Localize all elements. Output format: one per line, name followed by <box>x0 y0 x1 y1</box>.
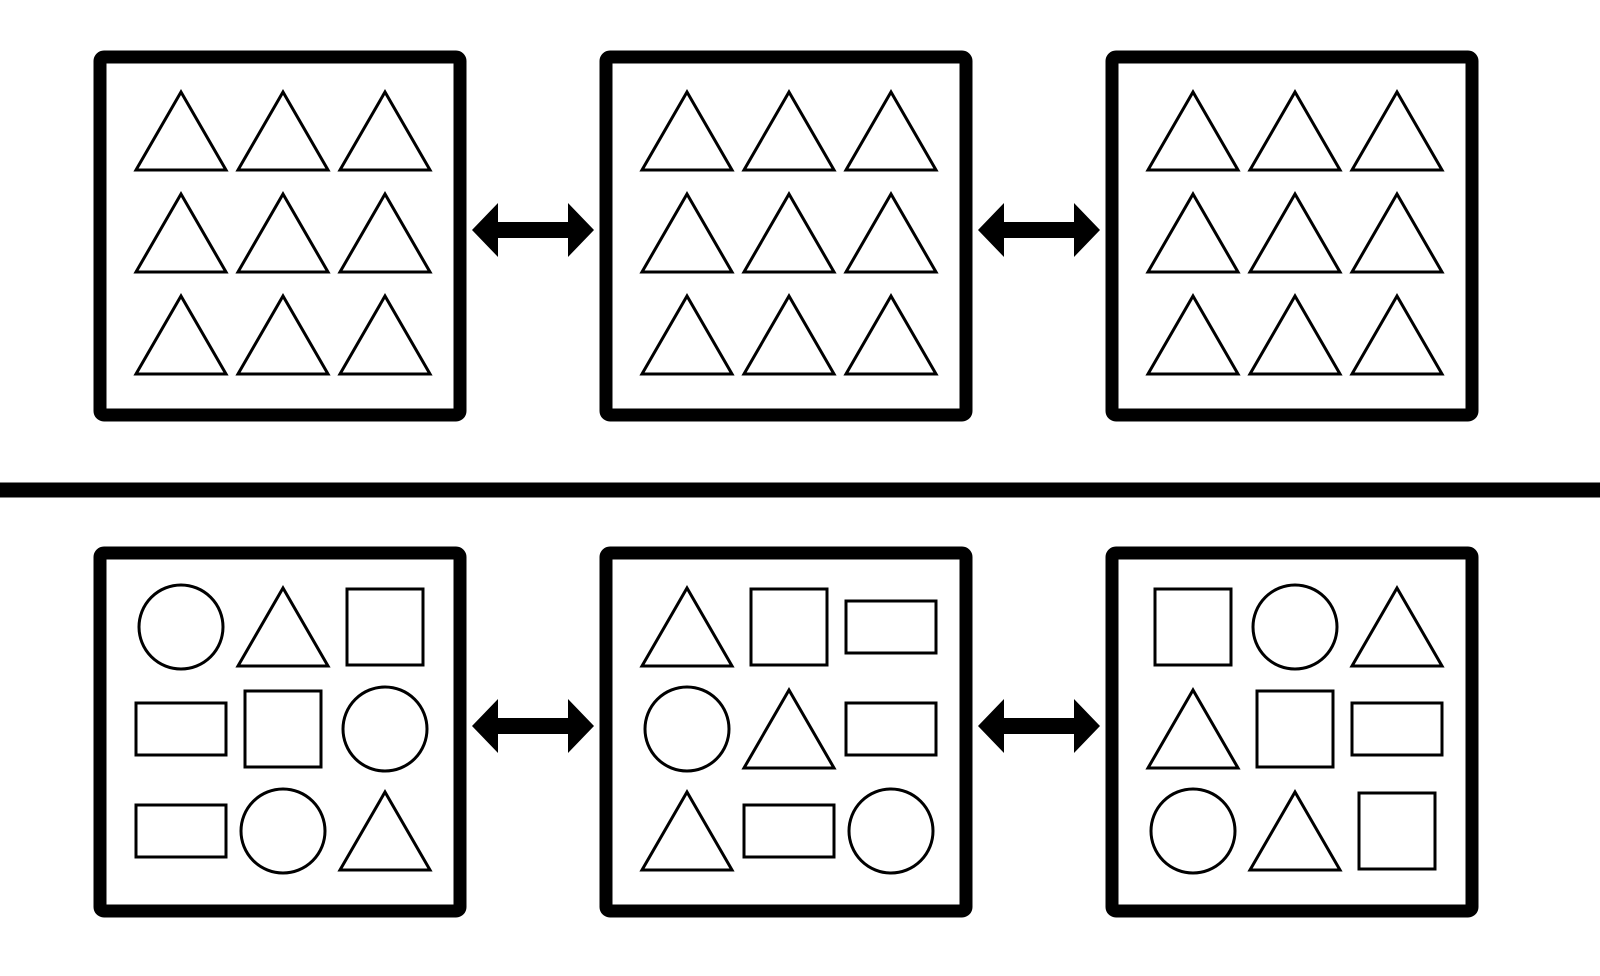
square-shape <box>243 689 323 769</box>
circle-shape <box>847 787 935 875</box>
triangle-shape <box>1349 88 1445 172</box>
panel-frame <box>599 50 973 422</box>
panel-frame <box>1105 546 1479 918</box>
triangle-shape <box>235 584 331 668</box>
panel <box>1105 50 1479 422</box>
square-shape <box>1255 689 1335 769</box>
triangle-shape <box>1247 190 1343 274</box>
triangle-shape <box>337 292 433 376</box>
triangle-shape <box>337 190 433 274</box>
double-arrow-icon <box>472 699 594 753</box>
panel <box>599 546 973 918</box>
triangle-shape <box>133 190 229 274</box>
triangle-shape <box>1145 190 1241 274</box>
rectangle-shape <box>1350 701 1444 757</box>
triangle-shape <box>741 190 837 274</box>
triangle-shape <box>1349 190 1445 274</box>
triangle-shape <box>741 88 837 172</box>
square-shape <box>1153 587 1233 667</box>
triangle-shape <box>133 292 229 376</box>
circle-shape <box>239 787 327 875</box>
double-arrow-icon <box>472 203 594 257</box>
panel <box>1105 546 1479 918</box>
triangle-shape <box>639 788 735 872</box>
panel-frame <box>93 546 467 918</box>
triangle-shape <box>337 88 433 172</box>
triangle-shape <box>1145 88 1241 172</box>
triangle-shape <box>1247 788 1343 872</box>
triangle-shape <box>1247 292 1343 376</box>
rectangle-shape <box>844 599 938 655</box>
square-shape <box>749 587 829 667</box>
triangle-shape <box>235 88 331 172</box>
triangle-shape <box>1349 584 1445 668</box>
mixed-row <box>93 546 1479 918</box>
square-shape <box>345 587 425 667</box>
panel-frame <box>93 50 467 422</box>
triangle-shape <box>741 686 837 770</box>
rectangle-shape <box>134 701 228 757</box>
double-arrow-icon <box>978 203 1100 257</box>
circle-shape <box>643 685 731 773</box>
panel <box>93 50 467 422</box>
uniform-row <box>93 50 1479 422</box>
circle-shape <box>341 685 429 773</box>
circle-shape <box>1251 583 1339 671</box>
triangle-shape <box>843 292 939 376</box>
rectangle-shape <box>844 701 938 757</box>
triangle-shape <box>337 788 433 872</box>
triangle-shape <box>133 88 229 172</box>
diagram-content <box>93 50 1479 918</box>
triangle-shape <box>235 190 331 274</box>
panel <box>599 50 973 422</box>
panel-frame <box>1105 50 1479 422</box>
square-shape <box>1357 791 1437 871</box>
triangle-shape <box>639 190 735 274</box>
triangle-shape <box>1145 292 1241 376</box>
triangle-shape <box>1349 292 1445 376</box>
triangle-shape <box>639 292 735 376</box>
triangle-shape <box>639 88 735 172</box>
triangle-shape <box>843 190 939 274</box>
triangle-shape <box>1247 88 1343 172</box>
circle-shape <box>137 583 225 671</box>
triangle-shape <box>1145 686 1241 770</box>
panel <box>93 546 467 918</box>
double-arrow-icon <box>978 699 1100 753</box>
triangle-shape <box>639 584 735 668</box>
rectangle-shape <box>742 803 836 859</box>
rectangle-shape <box>134 803 228 859</box>
triangle-shape <box>741 292 837 376</box>
circle-shape <box>1149 787 1237 875</box>
panel-frame <box>599 546 973 918</box>
triangle-shape <box>235 292 331 376</box>
triangle-shape <box>843 88 939 172</box>
